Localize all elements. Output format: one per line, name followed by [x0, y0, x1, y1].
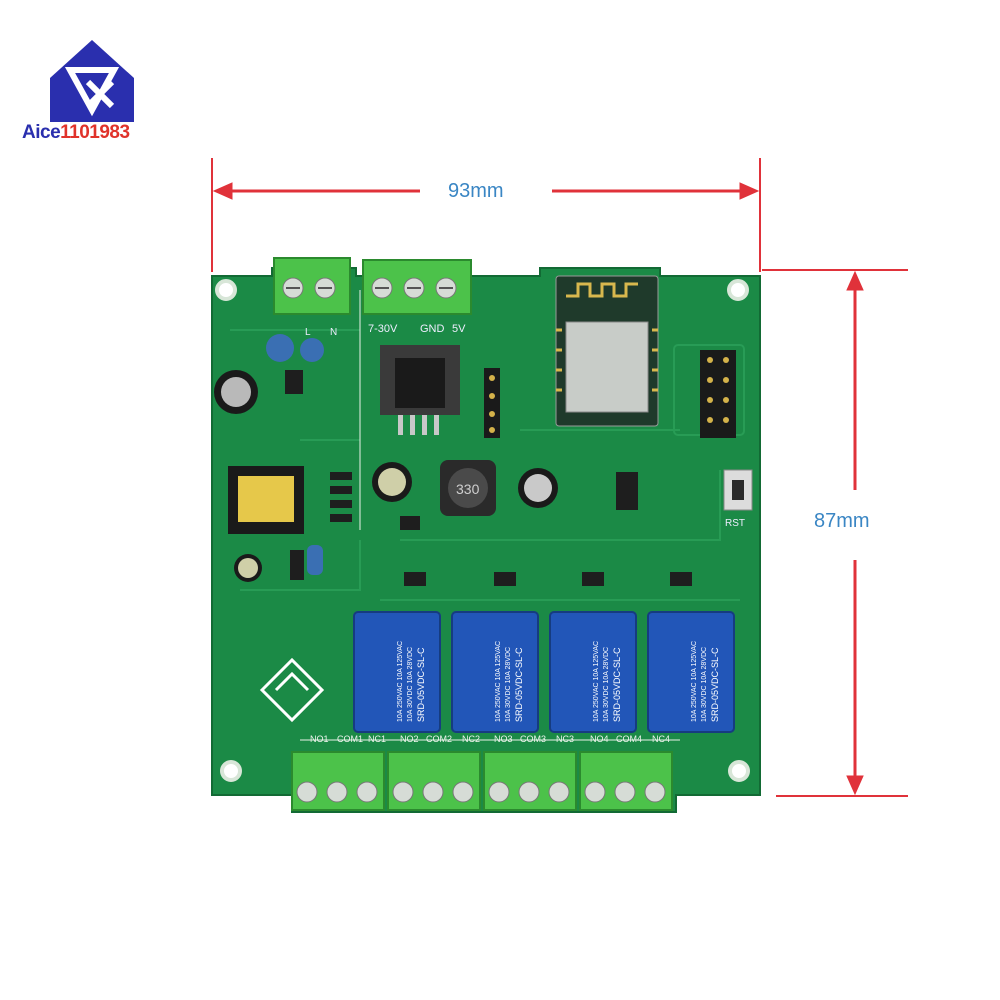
- relay-3-model: SRD-05VDC-SL-C: [612, 647, 622, 722]
- relay-4-rating-a: 10A 250VAC 10A 125VAC: [691, 641, 698, 722]
- output-terminal-blocks: [291, 751, 673, 811]
- electrolytic-capacitor: [214, 370, 558, 582]
- brand-name-part2: 1101983: [60, 122, 130, 143]
- smd-components: [285, 370, 692, 586]
- relay-1-model: SRD-05VDC-SL-C: [416, 647, 426, 722]
- wifi-module: [555, 275, 659, 427]
- width-label: 93mm: [448, 180, 504, 202]
- output-terminal-4: [579, 751, 673, 811]
- voltage-regulator: [380, 345, 460, 435]
- input-terminal-block-dc: [362, 259, 472, 315]
- label-l: L: [305, 327, 311, 338]
- relay-4: SRD-05VDC-SL-C 10A 250VAC 10A 125VAC 10A…: [647, 611, 735, 733]
- relay-2-rating-a: 10A 250VAC 10A 125VAC: [495, 641, 502, 722]
- label-no1: NO1: [310, 734, 329, 744]
- label-5v: 5V: [452, 323, 466, 335]
- relay-4-model: SRD-05VDC-SL-C: [710, 647, 720, 722]
- label-nc3: NC3: [556, 734, 574, 744]
- ceramic-capacitor: [266, 334, 324, 575]
- label-7-30v: 7-30V: [368, 323, 398, 335]
- label-com2: COM2: [426, 734, 452, 744]
- reset-button: RST: [723, 469, 753, 529]
- brand-name-part1: Aice: [22, 122, 61, 143]
- reset-label: RST: [725, 518, 745, 529]
- label-nc4: NC4: [652, 734, 670, 744]
- output-terminal-3: [483, 751, 577, 811]
- label-nc2: NC2: [462, 734, 480, 744]
- height-dimension: [762, 269, 908, 797]
- label-gnd: GND: [420, 323, 445, 335]
- relay-3: SRD-05VDC-SL-C 10A 250VAC 10A 125VAC 10A…: [549, 611, 637, 733]
- label-n: N: [330, 327, 337, 338]
- label-no3: NO3: [494, 734, 513, 744]
- relay-1-rating-b: 10A 30VDC 10A 28VDC: [407, 647, 414, 722]
- label-nc1: NC1: [368, 734, 386, 744]
- relay-4-rating-b: 10A 30VDC 10A 28VDC: [701, 647, 708, 722]
- pcb-logo: [259, 657, 325, 723]
- label-com1: COM1: [337, 734, 363, 744]
- power-inductor: 330: [440, 460, 496, 516]
- height-label: 87mm: [814, 510, 870, 532]
- output-terminal-1: [291, 751, 385, 811]
- brand-name: Aice1101983: [22, 122, 130, 144]
- relay-2-model: SRD-05VDC-SL-C: [514, 647, 524, 722]
- pin-header: [484, 350, 736, 438]
- label-com3: COM3: [520, 734, 546, 744]
- input-terminal-block-ac: [273, 257, 351, 315]
- relay-1-rating-a: 10A 250VAC 10A 125VAC: [397, 641, 404, 722]
- label-no4: NO4: [590, 734, 609, 744]
- output-labels: NO1 COM1 NC1 NO2 COM2 NC2 NO3 COM3 NC3 N…: [310, 734, 670, 744]
- width-dimension: [211, 158, 761, 272]
- output-terminal-2: [387, 751, 481, 811]
- label-com4: COM4: [616, 734, 642, 744]
- label-no2: NO2: [400, 734, 419, 744]
- transformer: [228, 466, 304, 534]
- mounting-hole: [215, 279, 750, 782]
- inductor-label: 330: [456, 481, 480, 497]
- relay-2-rating-b: 10A 30VDC 10A 28VDC: [505, 647, 512, 722]
- brand-logo-icon: [50, 40, 134, 122]
- relays: SRD-05VDC-SL-C 10A 250VAC 10A 125VAC 10A…: [353, 611, 735, 733]
- relay-1: SRD-05VDC-SL-C 10A 250VAC 10A 125VAC 10A…: [353, 611, 441, 733]
- relay-3-rating-b: 10A 30VDC 10A 28VDC: [603, 647, 610, 722]
- relay-3-rating-a: 10A 250VAC 10A 125VAC: [593, 641, 600, 722]
- relay-2: SRD-05VDC-SL-C 10A 250VAC 10A 125VAC 10A…: [451, 611, 539, 733]
